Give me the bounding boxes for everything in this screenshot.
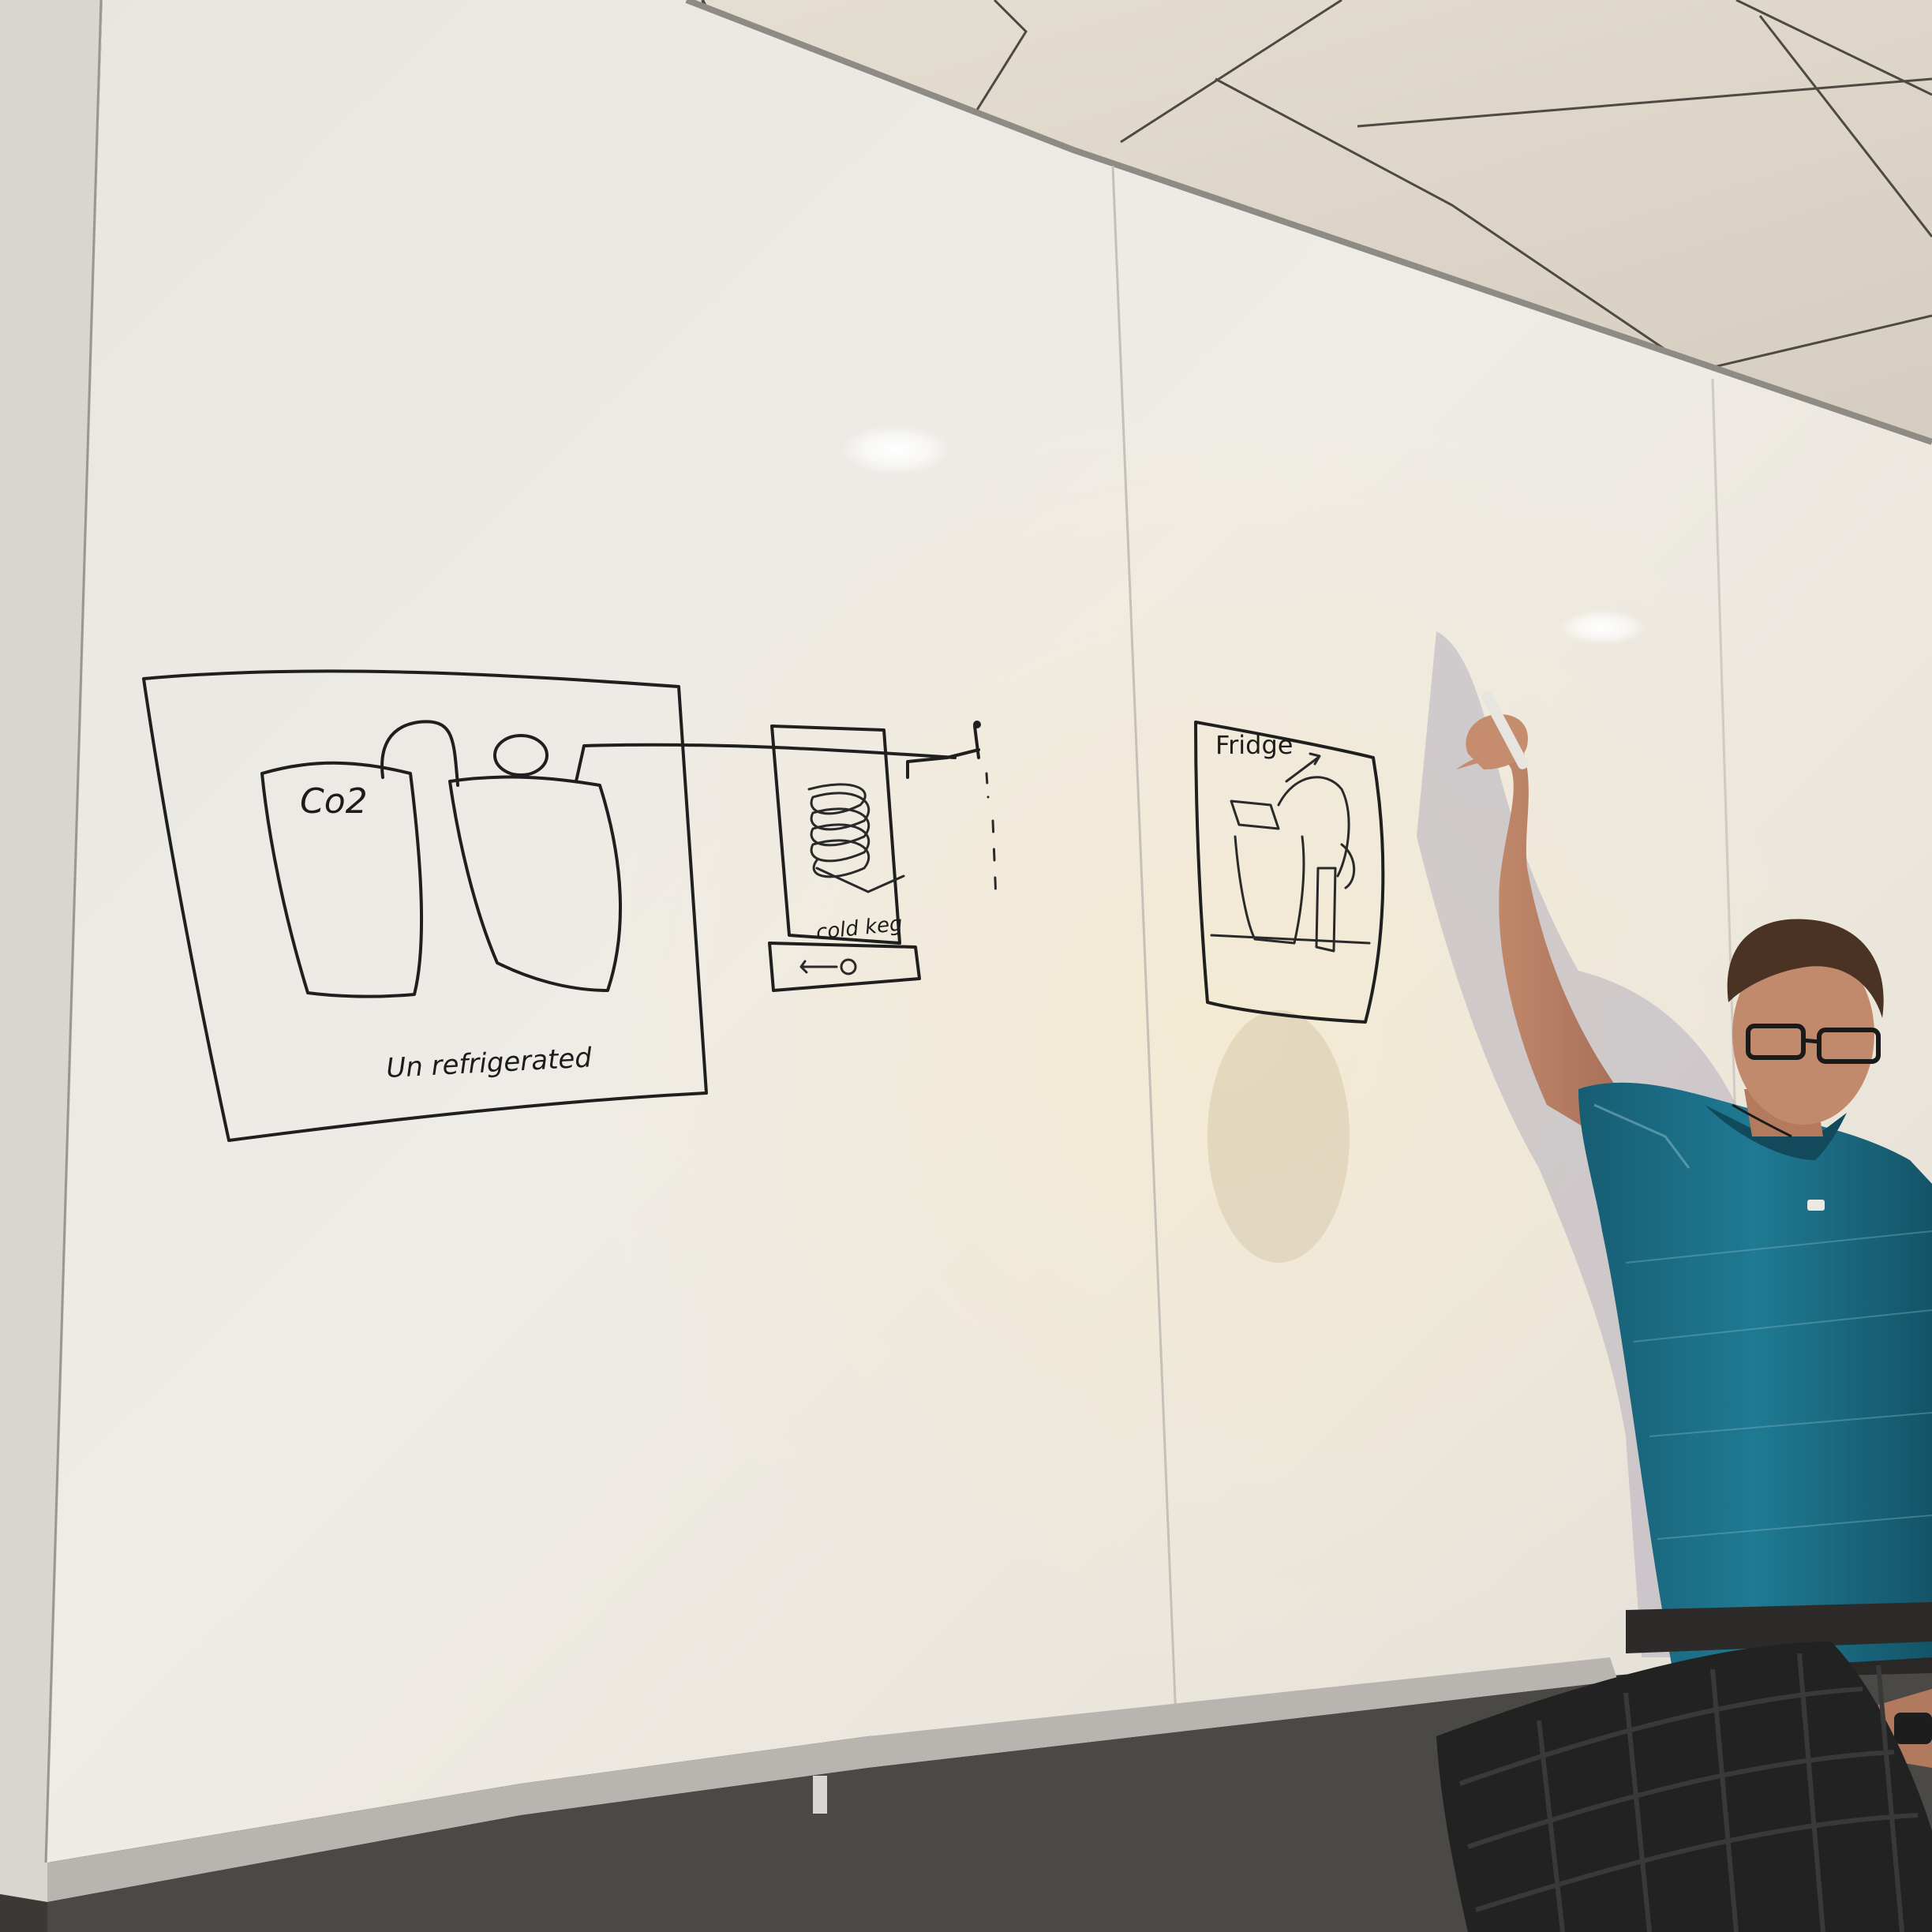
raised-arm [1456, 750, 1618, 1129]
sketch-fridge: Fridge [1194, 721, 1385, 1024]
connector-coil [493, 734, 549, 777]
connector-loop [380, 720, 459, 787]
fist [1466, 714, 1528, 769]
regulator [1340, 843, 1356, 889]
marker-tray [47, 1657, 1618, 1902]
co2-hose [1277, 776, 1350, 878]
tap-handle [1230, 799, 1280, 830]
belt [1626, 1602, 1932, 1653]
shirt [1578, 1082, 1932, 1673]
panel-seam-left [44, 0, 103, 1863]
light-reflection [1559, 610, 1646, 645]
pump-box [768, 942, 921, 992]
wristwatch [1894, 1713, 1932, 1744]
left-wall [0, 0, 103, 1932]
co2-label: Co2 [300, 781, 368, 822]
fridge-box [1194, 721, 1385, 1024]
board-top-frame [685, 0, 1932, 445]
lapel-mic [1807, 1200, 1825, 1211]
light-reflection [841, 425, 951, 475]
keg [448, 775, 622, 992]
co2-tank [260, 761, 424, 998]
fridge-label: Fridge [1215, 730, 1293, 760]
co2-bottle [1315, 867, 1337, 953]
coil-out [815, 867, 905, 893]
shelf [1210, 934, 1371, 945]
tap [973, 724, 980, 759]
fridge-arrow [1285, 752, 1321, 783]
chair [1436, 1642, 1932, 1932]
cooling-coil [807, 783, 871, 878]
pump-arrow [799, 960, 838, 974]
outer-box [142, 669, 708, 1142]
marker-pen [1481, 691, 1529, 769]
panel-seam-middle [1111, 165, 1178, 1721]
presenter [1456, 691, 1932, 1768]
tap-line [906, 748, 980, 779]
output-line [575, 743, 957, 783]
cooler-box [770, 724, 901, 945]
beer-glass [1234, 835, 1305, 945]
hair [1727, 919, 1884, 1018]
